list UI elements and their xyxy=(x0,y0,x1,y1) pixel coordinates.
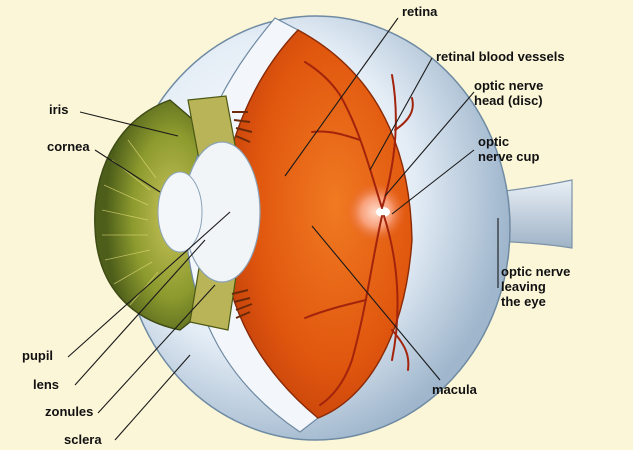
label-pupil: pupil xyxy=(22,348,54,363)
label-macula: macula xyxy=(432,382,477,397)
label-sclera: sclera xyxy=(64,432,102,447)
label-lens: lens xyxy=(33,377,60,392)
retinal-vessels xyxy=(304,61,414,406)
label-retina: retina xyxy=(402,4,438,19)
label-iris: iris xyxy=(49,102,69,117)
label-optic-nerve-leaving: optic nerve leaving the eye xyxy=(501,264,571,309)
label-zonules: zonules xyxy=(45,404,94,419)
leader-lines xyxy=(67,17,499,441)
optic-cup-shape xyxy=(376,207,390,217)
cornea-shape xyxy=(94,99,206,331)
label-retinal-blood-vessels: retinal blood vessels xyxy=(436,49,565,64)
label-cornea: cornea xyxy=(47,139,90,154)
zonules-shape xyxy=(231,111,253,319)
pupil-shape xyxy=(157,171,203,253)
label-optic-nerve-head: optic nerve head (disc) xyxy=(474,78,544,108)
label-optic-nerve-cup: optic nerve cup xyxy=(478,134,540,164)
